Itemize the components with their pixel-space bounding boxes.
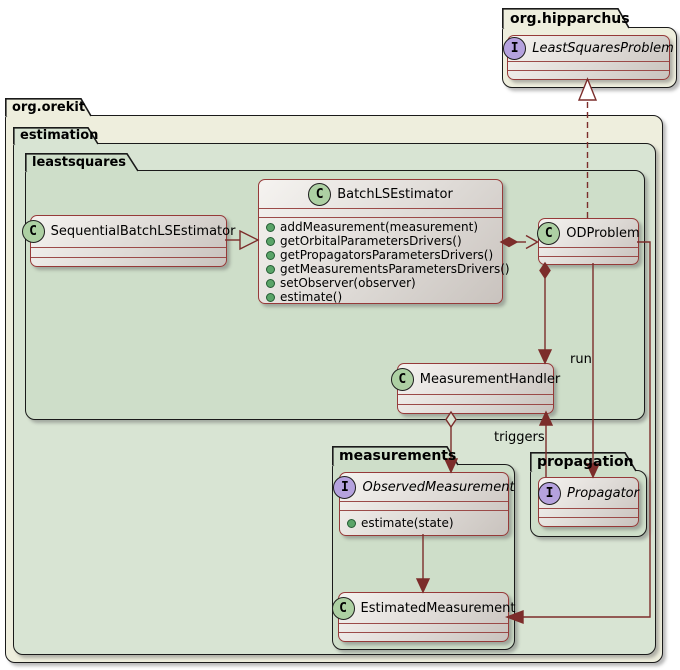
- class-icon: C: [537, 221, 561, 245]
- fields-compartment: [508, 61, 669, 70]
- class-measurement-handler: C MeasurementHandler: [390, 363, 560, 414]
- method-item: estimate(): [259, 290, 502, 304]
- package-label-estimation: estimation: [20, 128, 99, 143]
- class-estimated-measurement: C EstimatedMeasurement: [331, 592, 515, 642]
- class-name: MeasurementHandler: [419, 371, 561, 387]
- package-tab-hipparchus: [502, 8, 630, 29]
- public-method-icon: [266, 222, 275, 232]
- class-observed-measurement: I ObservedMeasurement estimate(state): [333, 472, 515, 536]
- method-item: estimate(state): [340, 516, 508, 530]
- interface-icon: I: [503, 37, 527, 60]
- method-item: addMeasurement(measurement): [259, 220, 502, 234]
- class-icon: C: [331, 596, 355, 620]
- package-tab-measurements: [332, 446, 459, 466]
- class-od-problem: C ODProblem: [537, 218, 640, 265]
- public-method-icon: [266, 236, 275, 246]
- class-name: ODProblem: [566, 225, 640, 241]
- class-name: BatchLSEstimator: [337, 186, 453, 202]
- method-item: setObserver(observer): [259, 276, 502, 290]
- fields-compartment: [259, 208, 502, 217]
- method-item: getPropagatorsParametersDrivers(): [259, 248, 502, 262]
- class-sequential-batch-ls-estimator: C SequentialBatchLSEstimator: [21, 215, 235, 267]
- class-batch-ls-estimator: C BatchLSEstimator addMeasurement(measur…: [258, 179, 510, 306]
- methods-compartment: estimate(state): [340, 510, 508, 535]
- class-propagator: I Propagator: [538, 477, 639, 527]
- public-method-icon: [347, 518, 356, 528]
- fields-compartment: [31, 247, 226, 257]
- package-tab-estimation: [13, 127, 99, 145]
- methods-compartment: [508, 70, 669, 79]
- class-name: SequentialBatchLSEstimator: [50, 224, 236, 239]
- class-least-squares-problem: I LeastSquaresProblem: [503, 35, 674, 80]
- fields-compartment: [398, 394, 553, 404]
- class-name: EstimatedMeasurement: [360, 600, 516, 616]
- fields-compartment: [340, 501, 508, 510]
- interface-icon: I: [333, 475, 357, 499]
- class-icon: C: [390, 367, 414, 391]
- class-icon: C: [308, 182, 332, 206]
- public-method-icon: [266, 250, 275, 260]
- class-name: Propagator: [567, 485, 639, 501]
- class-name: ObservedMeasurement: [362, 479, 515, 495]
- fields-compartment: [539, 508, 638, 517]
- interface-icon: I: [538, 481, 562, 505]
- methods-compartment: [539, 255, 638, 265]
- method-item: getOrbitalParametersDrivers(): [259, 234, 502, 248]
- public-method-icon: [266, 292, 275, 302]
- package-label-leastsquares: leastsquares: [32, 155, 127, 170]
- edge-label-triggers: triggers: [494, 430, 545, 445]
- package-label-hipparchus: org.hipparchus: [510, 11, 630, 27]
- methods-compartment: [539, 517, 638, 526]
- package-tab-orekit: [5, 98, 92, 117]
- methods-compartment: [31, 256, 226, 267]
- package-label-propagation: propagation: [537, 454, 634, 470]
- class-name: LeastSquaresProblem: [532, 41, 674, 56]
- fields-compartment: [539, 247, 638, 256]
- method-item: getMeasurementsParametersDrivers(): [259, 262, 510, 276]
- fields-compartment: [339, 623, 508, 632]
- methods-compartment: [339, 632, 508, 641]
- class-icon: C: [21, 220, 45, 243]
- public-method-icon: [266, 264, 275, 274]
- package-label-orekit: org.orekit: [12, 100, 86, 115]
- package-tab-leastsquares: [25, 153, 139, 172]
- public-method-icon: [266, 278, 275, 288]
- package-label-measurements: measurements: [339, 448, 457, 464]
- edge-label-run: run: [570, 352, 592, 367]
- methods-compartment: addMeasurement(measurement) getOrbitalPa…: [259, 217, 510, 306]
- methods-compartment: [398, 403, 553, 414]
